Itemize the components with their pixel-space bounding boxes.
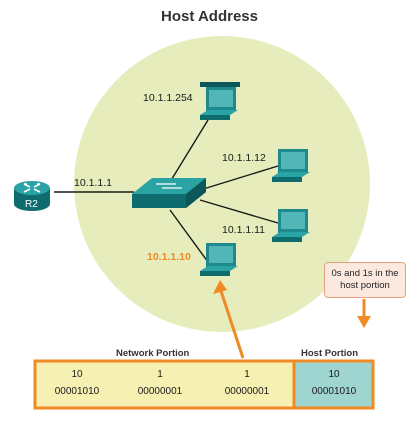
link-switch-host-12 xyxy=(199,165,279,191)
pc-icon-10 xyxy=(200,243,238,276)
pc-icon-11 xyxy=(272,209,310,242)
octet-binary: 00001010 xyxy=(54,386,100,397)
host-ip-label-highlighted: 10.1.1.10 xyxy=(147,251,191,263)
diagram-title: Host Address xyxy=(161,8,258,25)
callout-arrow xyxy=(357,299,371,328)
octet-decimal: 1 xyxy=(157,369,163,380)
router-icon xyxy=(14,181,50,211)
network-circle xyxy=(74,36,370,332)
octet-decimal: 10 xyxy=(71,369,83,380)
host-ip-label: 10.1.1.254 xyxy=(143,92,193,104)
router-label: R2 xyxy=(25,199,38,210)
octet-binary: 00000001 xyxy=(137,386,183,397)
host-portion-label: Host Portion xyxy=(301,348,358,359)
octet-decimal: 10 xyxy=(328,369,340,380)
link-switch-host-254 xyxy=(169,119,209,183)
router-ip-label: 10.1.1.1 xyxy=(74,177,112,189)
host-portion-box xyxy=(292,359,375,410)
links xyxy=(54,119,279,263)
link-switch-host-11 xyxy=(199,199,279,224)
octet-cell: 10 00001010 xyxy=(48,366,106,402)
octet-cell: 1 00000001 xyxy=(218,366,276,402)
host-ip-label: 10.1.1.12 xyxy=(222,152,266,164)
link-switch-host-10 xyxy=(169,209,209,263)
host-ip-label: 10.1.1.11 xyxy=(222,224,266,236)
host-pointer-arrow xyxy=(213,280,245,359)
octet-binary: 00001010 xyxy=(311,386,357,397)
switch-icon xyxy=(132,178,206,208)
pc-icon-254 xyxy=(200,82,240,120)
callout-host-bits: 0s and 1s in the host portion xyxy=(324,262,406,298)
octet-binary: 00000001 xyxy=(224,386,270,397)
pc-icon-12 xyxy=(272,149,310,182)
octet-cell-host: 10 00001010 xyxy=(305,366,363,402)
octet-decimal: 1 xyxy=(244,369,250,380)
network-portion-label: Network Portion xyxy=(116,348,190,359)
octet-cell: 1 00000001 xyxy=(131,366,189,402)
